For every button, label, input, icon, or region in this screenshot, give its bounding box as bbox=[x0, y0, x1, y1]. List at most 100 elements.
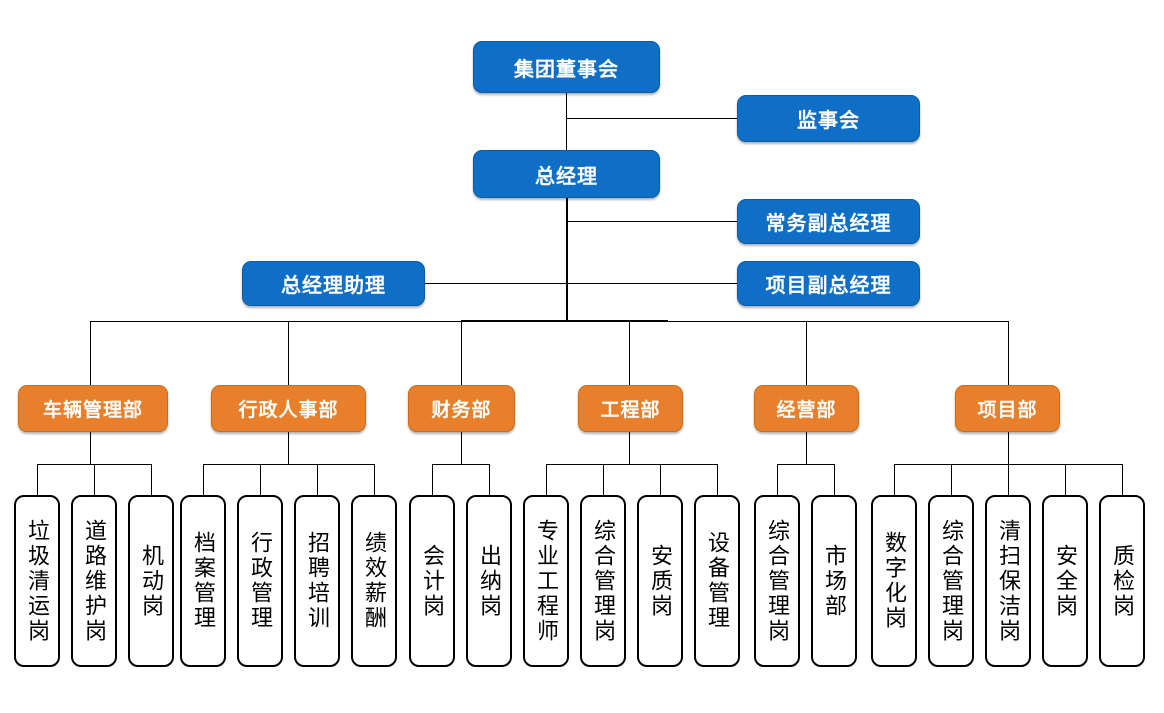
department-bus-center bbox=[461, 320, 668, 322]
node-department-project-label: 项目部 bbox=[977, 400, 1038, 421]
leaf-position-box[interactable]: 档案管理 bbox=[180, 495, 226, 667]
leaf-position-label: 综合管理岗 bbox=[590, 518, 616, 644]
connector-gm-to-exec-vice bbox=[567, 221, 737, 222]
node-department-project[interactable]: 项目部 bbox=[955, 385, 1060, 432]
node-general-manager-assistant-label: 总经理助理 bbox=[281, 275, 386, 297]
leaf-position-label: 市场部 bbox=[821, 543, 847, 619]
connector-dept-6-leaf-1 bbox=[894, 464, 895, 495]
node-supervisory-board[interactable]: 监事会 bbox=[737, 95, 920, 142]
leaf-position-box[interactable]: 绩效薪酬 bbox=[351, 495, 397, 667]
connector-dept-6-stem bbox=[1008, 432, 1009, 464]
leaf-position-box[interactable]: 安质岗 bbox=[637, 495, 683, 667]
leaf-position-box[interactable]: 招聘培训 bbox=[294, 495, 340, 667]
connector-dept-4-bus bbox=[546, 464, 718, 465]
node-general-manager-assistant[interactable]: 总经理助理 bbox=[242, 261, 425, 306]
node-department-finance-label: 财务部 bbox=[431, 400, 492, 421]
node-department-admin-hr[interactable]: 行政人事部 bbox=[211, 385, 366, 432]
connector-gm-assistant bbox=[425, 283, 567, 284]
connector-gm-to-project-vice bbox=[567, 283, 737, 284]
connector-bus-to-dept-6 bbox=[1008, 321, 1009, 385]
connector-gm-trunk bbox=[566, 198, 568, 322]
node-project-vice-general-manager[interactable]: 项目副总经理 bbox=[737, 261, 920, 306]
node-general-manager[interactable]: 总经理 bbox=[473, 150, 660, 198]
node-department-finance[interactable]: 财务部 bbox=[408, 385, 515, 432]
connector-dept-4-leaf-3 bbox=[660, 464, 661, 495]
leaf-position-box[interactable]: 垃圾清运岗 bbox=[14, 495, 60, 667]
leaf-position-box[interactable]: 质检岗 bbox=[1099, 495, 1145, 667]
node-project-vice-general-manager-label: 项目副总经理 bbox=[765, 275, 892, 297]
connector-dept-5-bus bbox=[777, 464, 835, 465]
connector-dept-2-bus bbox=[203, 464, 375, 465]
leaf-position-box[interactable]: 综合管理岗 bbox=[928, 495, 974, 667]
connector-dept-3-stem bbox=[461, 432, 462, 464]
connector-board-to-supervisory bbox=[566, 118, 737, 119]
leaf-position-box[interactable]: 机动岗 bbox=[128, 495, 174, 667]
node-board-of-directors-label: 集团董事会 bbox=[514, 58, 619, 81]
connector-dept-5-stem bbox=[806, 432, 807, 464]
leaf-position-box[interactable]: 会计岗 bbox=[409, 495, 455, 667]
node-department-engineering[interactable]: 工程部 bbox=[578, 385, 683, 432]
leaf-position-label: 设备管理 bbox=[704, 531, 730, 631]
leaf-position-box[interactable]: 数字化岗 bbox=[871, 495, 917, 667]
connector-board-to-gm bbox=[566, 92, 567, 152]
node-department-vehicle-management[interactable]: 车辆管理部 bbox=[18, 385, 168, 432]
leaf-position-box[interactable]: 道路维护岗 bbox=[71, 495, 117, 667]
node-supervisory-board-label: 监事会 bbox=[797, 110, 860, 132]
node-department-admin-hr-label: 行政人事部 bbox=[238, 400, 339, 421]
leaf-position-label: 出纳岗 bbox=[476, 543, 502, 619]
leaf-position-label: 道路维护岗 bbox=[81, 518, 107, 644]
connector-dept-2-leaf-4 bbox=[374, 464, 375, 495]
connector-dept-6-leaf-5 bbox=[1122, 464, 1123, 495]
connector-dept-3-leaf-1 bbox=[432, 464, 433, 495]
leaf-position-box[interactable]: 综合管理岗 bbox=[580, 495, 626, 667]
leaf-position-box[interactable]: 设备管理 bbox=[694, 495, 740, 667]
leaf-position-box[interactable]: 安全岗 bbox=[1042, 495, 1088, 667]
leaf-position-box[interactable]: 综合管理岗 bbox=[754, 495, 800, 667]
leaf-position-label: 专业工程师 bbox=[533, 518, 559, 644]
connector-dept-1-leaf-1 bbox=[37, 464, 38, 495]
connector-dept-3-leaf-2 bbox=[489, 464, 490, 495]
node-board-of-directors[interactable]: 集团董事会 bbox=[473, 41, 660, 93]
connector-dept-6-leaf-2 bbox=[951, 464, 952, 495]
leaf-position-label: 综合管理岗 bbox=[938, 518, 964, 644]
connector-bus-to-dept-1 bbox=[90, 321, 91, 385]
leaf-position-label: 机动岗 bbox=[138, 543, 164, 619]
leaf-position-box[interactable]: 出纳岗 bbox=[466, 495, 512, 667]
connector-dept-1-leaf-2 bbox=[94, 464, 95, 495]
leaf-position-label: 档案管理 bbox=[190, 531, 216, 631]
leaf-position-box[interactable]: 专业工程师 bbox=[523, 495, 569, 667]
connector-dept-4-leaf-1 bbox=[546, 464, 547, 495]
connector-dept-4-stem bbox=[629, 432, 630, 464]
connector-bus-to-dept-5 bbox=[806, 321, 807, 385]
connector-dept-6-leaf-3 bbox=[1008, 464, 1009, 495]
connector-dept-3-bus bbox=[432, 464, 490, 465]
leaf-position-box[interactable]: 市场部 bbox=[811, 495, 857, 667]
leaf-position-label: 招聘培训 bbox=[304, 531, 330, 631]
connector-dept-2-leaf-3 bbox=[317, 464, 318, 495]
connector-dept-4-leaf-4 bbox=[717, 464, 718, 495]
leaf-position-label: 安全岗 bbox=[1052, 543, 1078, 619]
leaf-position-box[interactable]: 清扫保洁岗 bbox=[985, 495, 1031, 667]
leaf-position-label: 综合管理岗 bbox=[764, 518, 790, 644]
connector-bus-to-dept-2 bbox=[288, 321, 289, 385]
leaf-position-label: 数字化岗 bbox=[881, 531, 907, 631]
connector-dept-2-leaf-2 bbox=[260, 464, 261, 495]
node-department-operations[interactable]: 经营部 bbox=[754, 385, 859, 432]
connector-bus-to-dept-3 bbox=[461, 321, 462, 385]
leaf-position-label: 会计岗 bbox=[419, 543, 445, 619]
connector-dept-5-leaf-2 bbox=[834, 464, 835, 495]
connector-dept-4-leaf-2 bbox=[603, 464, 604, 495]
node-executive-vice-general-manager[interactable]: 常务副总经理 bbox=[737, 199, 920, 244]
leaf-position-box[interactable]: 行政管理 bbox=[237, 495, 283, 667]
connector-dept-6-leaf-4 bbox=[1065, 464, 1066, 495]
leaf-position-label: 垃圾清运岗 bbox=[24, 518, 50, 644]
leaf-position-label: 清扫保洁岗 bbox=[995, 518, 1021, 644]
node-department-operations-label: 经营部 bbox=[776, 400, 837, 421]
node-department-vehicle-management-label: 车辆管理部 bbox=[42, 400, 143, 421]
connector-dept-1-stem bbox=[90, 432, 91, 464]
leaf-position-label: 质检岗 bbox=[1109, 543, 1135, 619]
connector-dept-1-leaf-3 bbox=[151, 464, 152, 495]
connector-bus-to-dept-4 bbox=[629, 321, 630, 385]
connector-dept-2-stem bbox=[288, 432, 289, 464]
connector-dept-5-leaf-1 bbox=[777, 464, 778, 495]
